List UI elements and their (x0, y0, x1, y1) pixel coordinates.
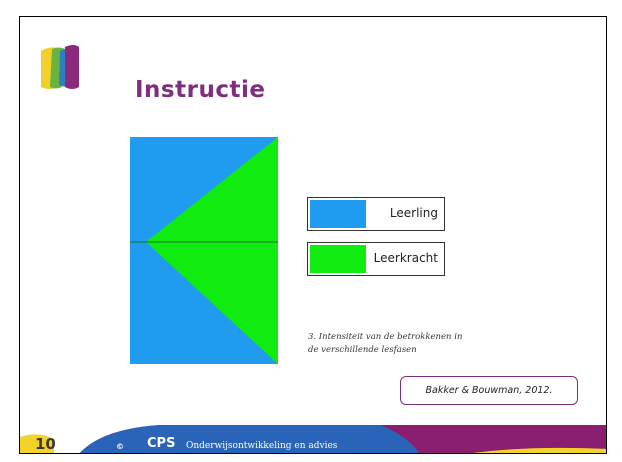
legend-item-leerkracht: Leerkracht (307, 242, 445, 276)
page-number: 10 (35, 435, 56, 453)
footer-tagline: Onderwijsontwikkeling en advies (186, 441, 338, 451)
footer-brand: CPS (147, 436, 176, 451)
legend-swatch-leerkracht (310, 245, 366, 273)
legend-swatch-leerling (310, 200, 366, 228)
caption-line-2: de verschillende lesfasen (308, 345, 417, 355)
caption-line-1: 3. Intensiteit van de betrokkenen in (308, 332, 463, 342)
legend-label-leerkracht: Leerkracht (373, 251, 438, 265)
diagram-caption: 3. Intensiteit van de betrokkenen in de … (308, 331, 498, 357)
cps-logo-icon (41, 45, 79, 89)
footer-band (20, 425, 606, 453)
citation-box: Bakker & Bouwman, 2012. (400, 376, 578, 405)
legend-item-leerling: Leerling (307, 197, 445, 231)
slide: Instructie Leerling Leerkracht 3. Intens… (19, 16, 607, 454)
lesson-phase-diagram (130, 137, 278, 364)
slide-title: Instructie (135, 77, 266, 103)
copyright-icon: © (116, 442, 124, 451)
teacher-area (146, 137, 278, 364)
legend-label-leerling: Leerling (389, 206, 438, 220)
